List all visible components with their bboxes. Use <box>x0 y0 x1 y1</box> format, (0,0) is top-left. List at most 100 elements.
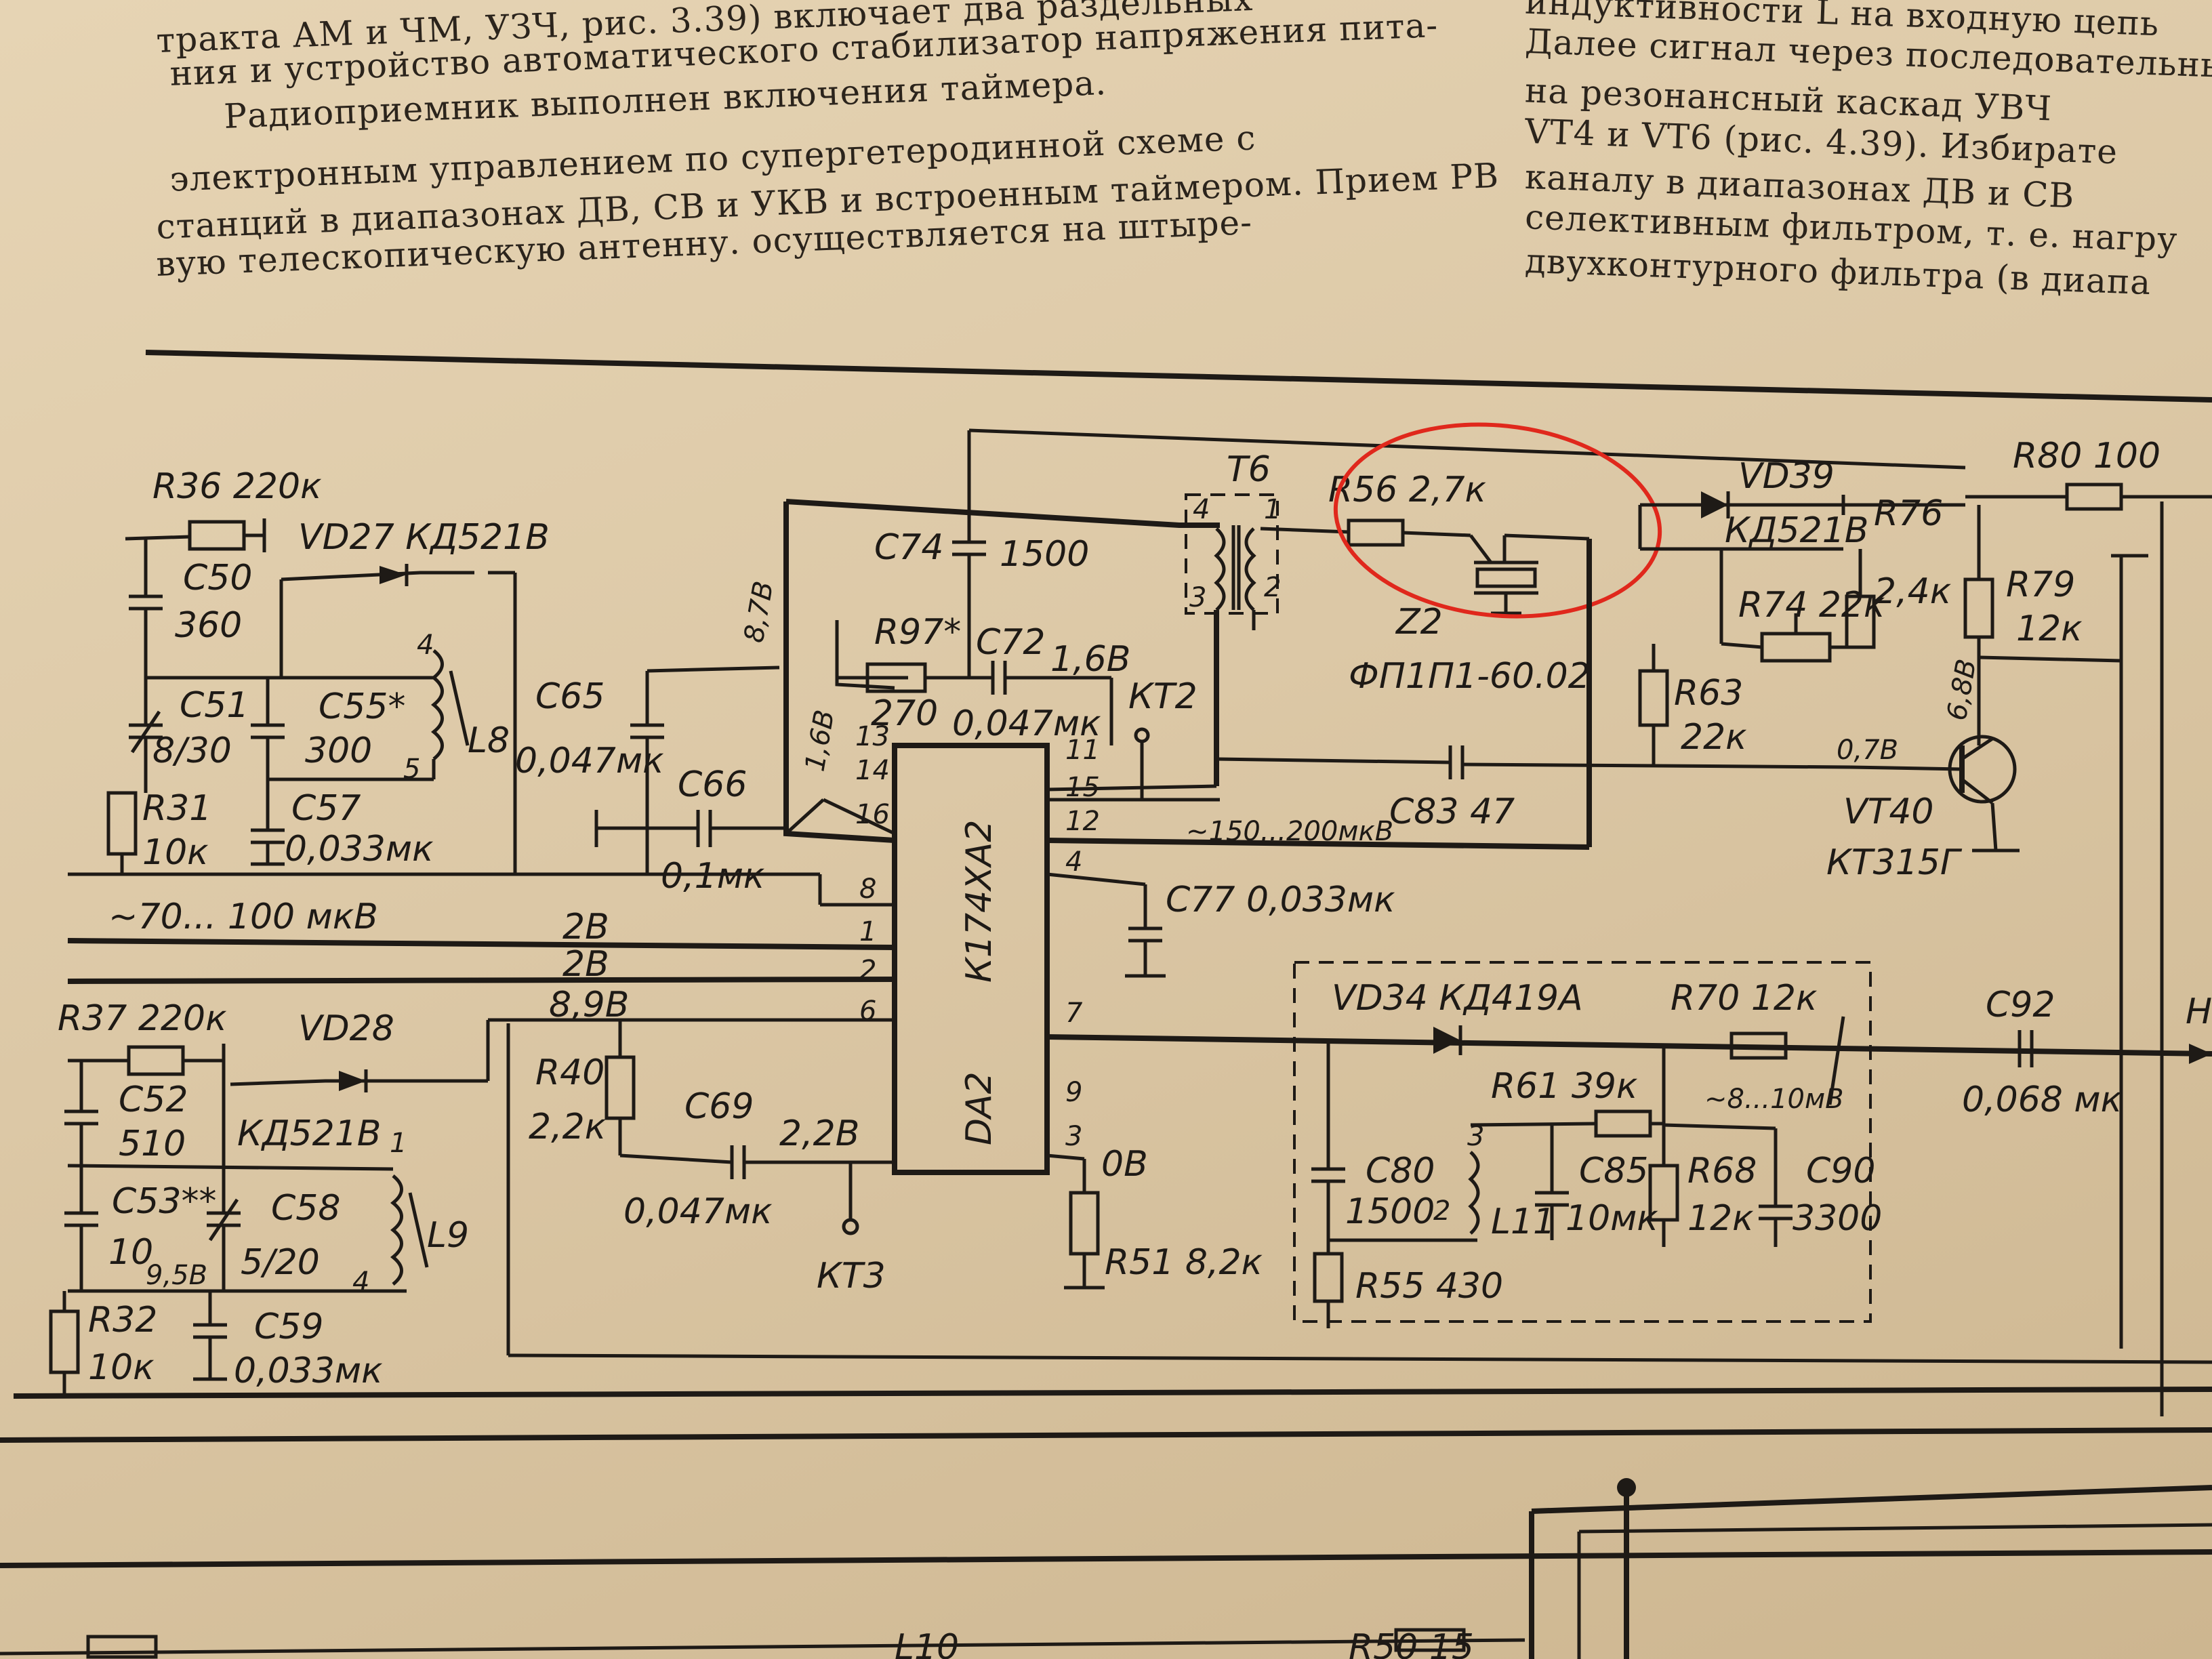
chip-part-label: К174ХА2 <box>959 820 1000 983</box>
lower-bus: L10 R50 15 <box>0 1427 2212 1659</box>
junction-dot <box>1617 1478 1636 1497</box>
l11-label: L11 <box>1491 1202 1555 1242</box>
vd28-diode <box>339 1071 366 1091</box>
pin-9: 9 <box>1065 1077 1082 1108</box>
c83-label: C83 47 <box>1389 792 1515 832</box>
kt2-point <box>1134 727 1150 743</box>
t6-shield <box>1185 493 1279 615</box>
volt-0-label: 0В <box>1101 1144 1148 1185</box>
c69-label: C69 <box>684 1086 754 1127</box>
c83-coupling: C83 47 <box>1216 745 1851 832</box>
c51-value: 8/30 <box>152 731 232 771</box>
c59-value: 0,033мк <box>234 1351 383 1391</box>
c72-value: 0,047мк <box>952 703 1101 744</box>
chip-da2: К174ХА2 DA2 13 14 16 8 1 2 6 11 15 12 4 … <box>818 721 1100 1175</box>
r31-resistor <box>106 791 138 856</box>
volt-07-label: 0,7В <box>1837 735 1898 766</box>
r50-label: R50 15 <box>1349 1627 1474 1659</box>
r40-resistor <box>605 1055 636 1120</box>
r68-label: R68 <box>1687 1151 1757 1191</box>
c55-value: 300 <box>305 731 372 771</box>
r55-label: R55 430 <box>1355 1266 1503 1307</box>
pin-16: 16 <box>855 799 890 830</box>
z2-label: Z2 <box>1395 602 1443 642</box>
l8-pin4: 4 <box>417 630 434 661</box>
l10-label: L10 <box>895 1627 959 1659</box>
r63-resistor <box>1638 669 1669 727</box>
detector-block: VD34 КД419А R70 12к ~8...10мВ C80 1500 3… <box>1046 961 2212 1328</box>
c50-value: 360 <box>175 605 242 646</box>
r32-value: 10к <box>88 1347 155 1388</box>
r55-resistor <box>1313 1252 1344 1303</box>
vd27-label: VD27 КД521В <box>298 517 550 558</box>
pin-2: 2 <box>859 955 876 986</box>
r36-resistor <box>188 520 246 551</box>
z2-filter <box>1475 567 1537 588</box>
vd39-diode <box>1701 491 1728 518</box>
pin-13: 13 <box>855 721 890 752</box>
c69-value: 0,047мк <box>623 1191 773 1232</box>
volt-2v-b: 2В <box>562 944 609 985</box>
c57-value: 0,033мк <box>285 829 434 869</box>
r79-value: 12к <box>2016 609 2083 649</box>
r80-resistor <box>2065 483 2123 511</box>
vt40-amplifier: R80 100 VD39 КД521В R76 2,4к R74 22к <box>506 436 2212 1416</box>
c92-value: 0,068 мк <box>1962 1080 2123 1120</box>
c58-value: 5/20 <box>241 1242 320 1283</box>
c80-value: 1500 <box>1345 1191 1435 1232</box>
vd34-diode <box>1433 1027 1460 1054</box>
c65-c66-network: C65 0,047мк C66 0,1мк <box>515 665 786 897</box>
l8-inductor <box>431 649 444 760</box>
r31-value: 10к <box>142 832 209 873</box>
vd28-label: VD28 <box>298 1008 394 1049</box>
r68-value: 12к <box>1687 1198 1754 1239</box>
c77-label: C77 0,033мк <box>1166 880 1395 920</box>
pin-3: 3 <box>1065 1121 1082 1152</box>
volt-16-label: 1,6В <box>800 708 841 774</box>
top-rule <box>145 350 2212 403</box>
c66-value: 0,1мк <box>661 856 765 897</box>
sig-8-label: ~8...10мВ <box>1704 1084 1844 1115</box>
c74-value: 1500 <box>1000 534 1089 575</box>
r56-resistor <box>1347 518 1405 547</box>
t6-pin2: 2 <box>1264 572 1281 603</box>
l9-label: L9 <box>427 1215 469 1256</box>
r63-label: R63 <box>1674 673 1743 714</box>
sig-150-label: ~150...200мкВ <box>1186 816 1393 847</box>
r40-label: R40 <box>535 1052 605 1093</box>
c53-volt: 9,5В <box>146 1260 207 1291</box>
kt3-label: КТ3 <box>817 1256 886 1296</box>
c58-label: C58 <box>271 1188 340 1229</box>
pin-7: 7 <box>1065 998 1083 1029</box>
r97-label: R97* <box>874 612 961 653</box>
z2-value: ФП1П1-60.02 <box>1349 656 1591 697</box>
vd28-value: КД521В <box>237 1113 381 1154</box>
lower-chip-network: R40 2,2к C69 0,047мк 2,2В КТ3 0В R51 8,2… <box>529 1020 1263 1296</box>
r40-value: 2,2к <box>529 1107 607 1147</box>
r74-resistor <box>1760 632 1832 663</box>
c65-value: 0,047мк <box>515 741 664 781</box>
volt-89-label: 8,9В <box>549 985 629 1025</box>
c53-value: 10 <box>108 1232 153 1273</box>
c55-label: C55* <box>319 687 405 727</box>
pin-14: 14 <box>855 755 890 786</box>
output-label-cut: Н <box>2186 991 2212 1032</box>
r50-resistor <box>1394 1628 1466 1652</box>
volt-22-label: 2,2В <box>779 1113 859 1154</box>
r79-resistor <box>1963 577 1994 639</box>
r76-value: 2,4к <box>1874 571 1952 612</box>
r37-resistor <box>127 1045 185 1076</box>
r76-label: R76 <box>1874 493 1943 534</box>
vt40-value: КТ315Г <box>1826 842 1963 883</box>
t6-transformer: T6 4 1 3 2 <box>1046 449 1281 792</box>
output-arrow <box>2189 1044 2212 1064</box>
c92-label: C92 <box>1986 985 2055 1025</box>
c80-label: C80 <box>1366 1151 1435 1191</box>
pin-8: 8 <box>859 874 876 905</box>
r97-c72-network: R97* 270 C72 1,6В 0,047мк <box>835 612 1130 745</box>
t6-pin4: 4 <box>1193 494 1210 525</box>
t6-secondary <box>1244 527 1256 611</box>
c90-value: 3300 <box>1793 1198 1882 1239</box>
